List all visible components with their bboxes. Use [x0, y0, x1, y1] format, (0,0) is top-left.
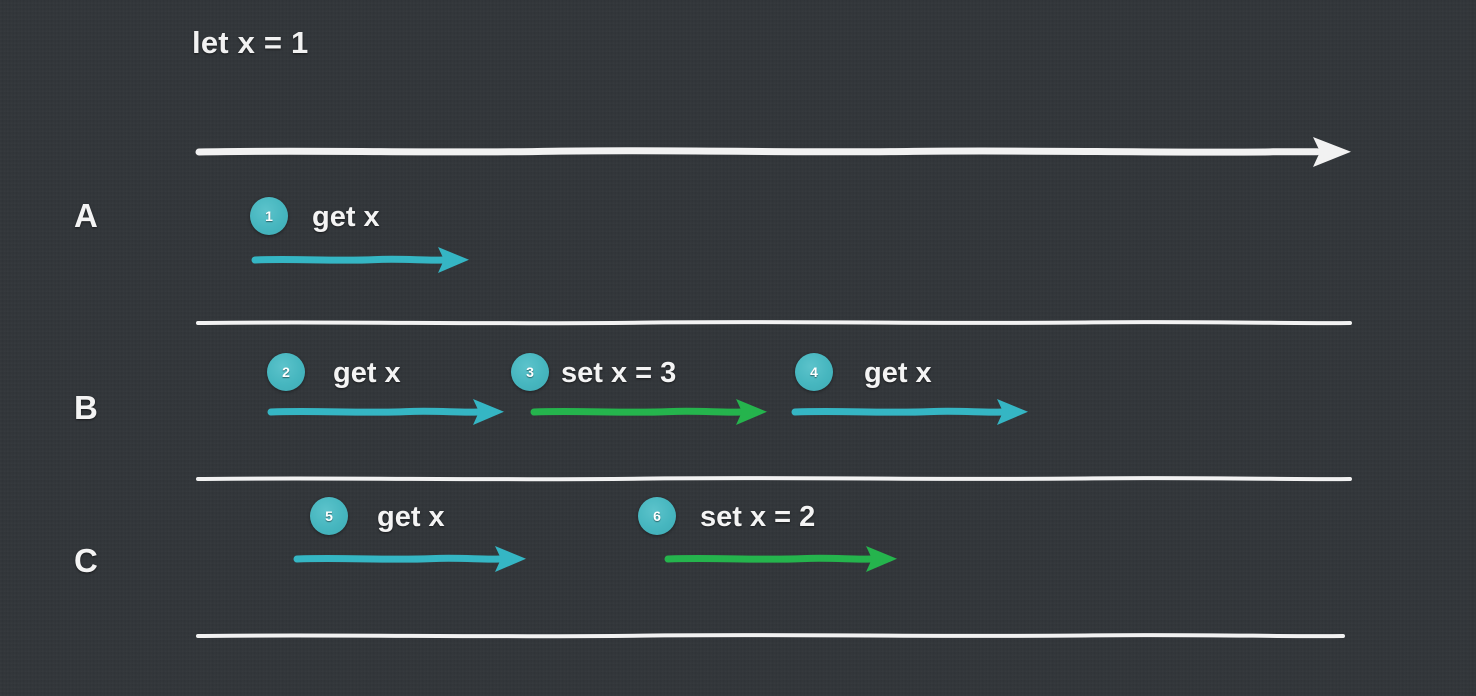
operation-badge-5[interactable]: 5 [310, 497, 348, 535]
row-label-c: C [74, 542, 98, 579]
operation-label-1: get x [312, 201, 380, 233]
row-separator-a [193, 308, 1363, 338]
operation-arrow-4 [790, 396, 1035, 430]
operation-badge-3[interactable]: 3 [511, 353, 549, 391]
operation-label-6: set x = 2 [700, 501, 816, 533]
operation-arrow-5 [292, 543, 537, 577]
operation-badge-6[interactable]: 6 [638, 497, 676, 535]
row-separator-c [193, 621, 1363, 651]
operation-arrow-6 [663, 543, 908, 577]
row-label-a: A [74, 197, 98, 234]
operation-badge-1[interactable]: 1 [250, 197, 288, 235]
operation-label-4: get x [864, 357, 932, 389]
operation-label-2: get x [333, 357, 401, 389]
operation-arrow-3 [529, 396, 774, 430]
operation-label-5: get x [377, 501, 445, 533]
operation-label-3: set x = 3 [561, 357, 677, 389]
row-label-b: B [74, 389, 98, 426]
operation-arrow-2 [266, 396, 511, 430]
operation-arrow-1 [250, 244, 475, 278]
row-separator-b [193, 464, 1363, 494]
operation-badge-2[interactable]: 2 [267, 353, 305, 391]
page-title: let x = 1 [192, 25, 309, 60]
main-timeline-arrow [193, 131, 1361, 173]
operation-badge-4[interactable]: 4 [795, 353, 833, 391]
